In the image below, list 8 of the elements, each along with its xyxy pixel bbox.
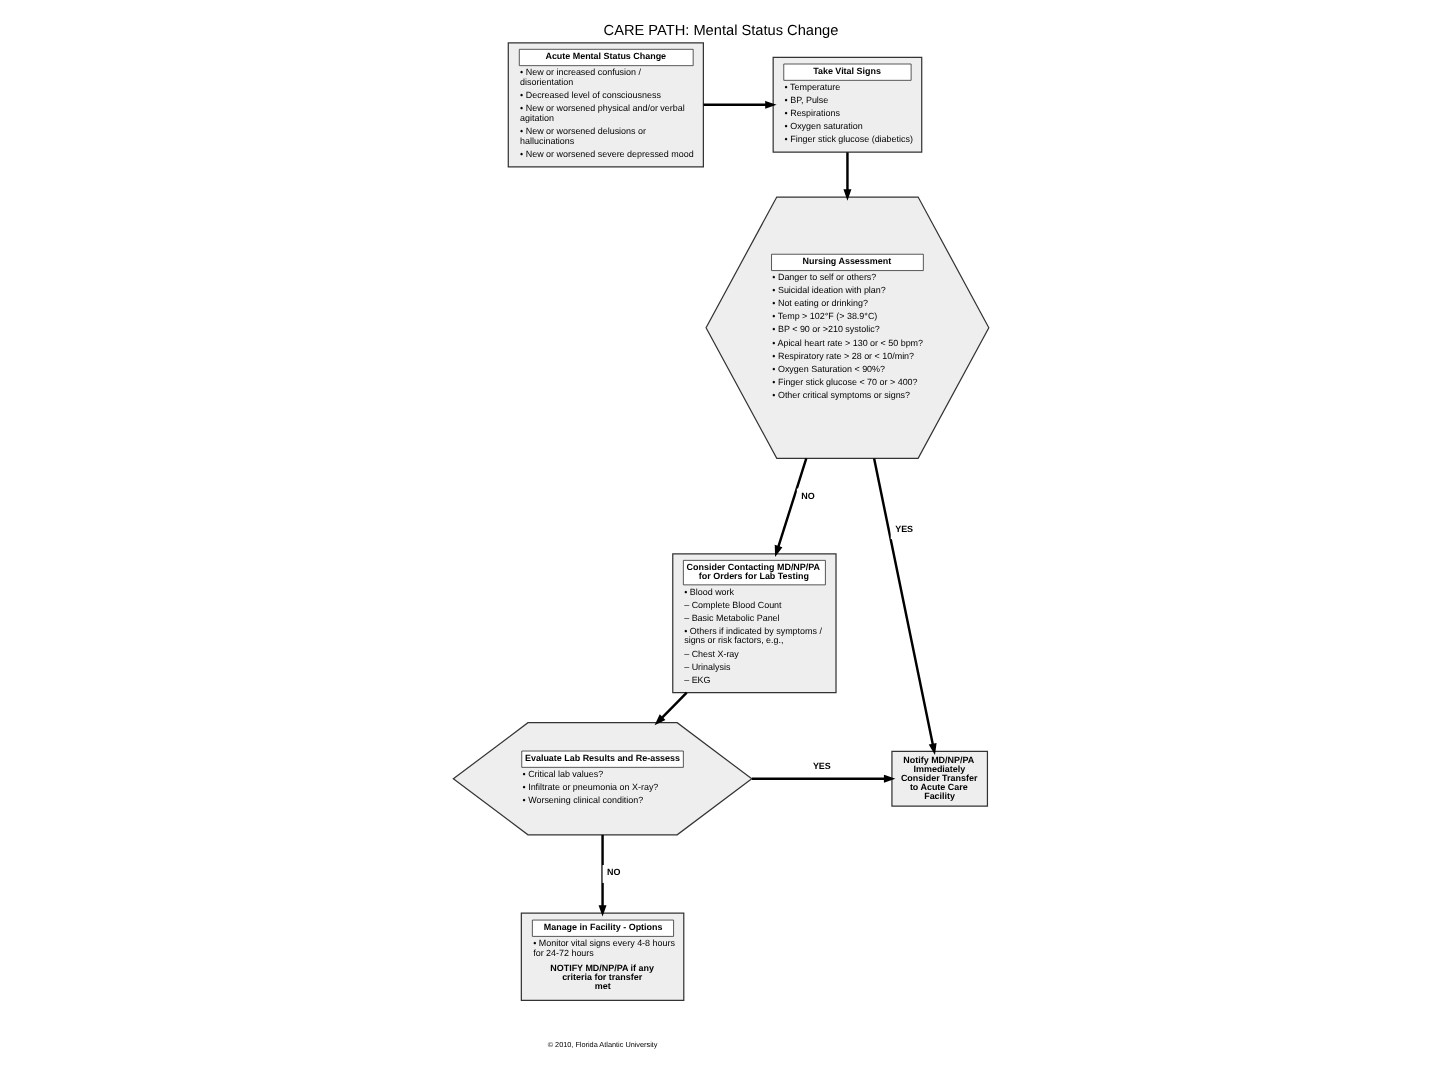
arrow bbox=[871, 458, 936, 755]
arrow bbox=[653, 691, 687, 726]
arrow bbox=[750, 774, 895, 783]
arrow bbox=[702, 100, 776, 109]
arrow bbox=[597, 834, 606, 917]
arrow bbox=[842, 152, 851, 201]
arrow bbox=[773, 458, 807, 558]
diagram-title: CARE PATH: Mental Status Change bbox=[602, 20, 838, 39]
